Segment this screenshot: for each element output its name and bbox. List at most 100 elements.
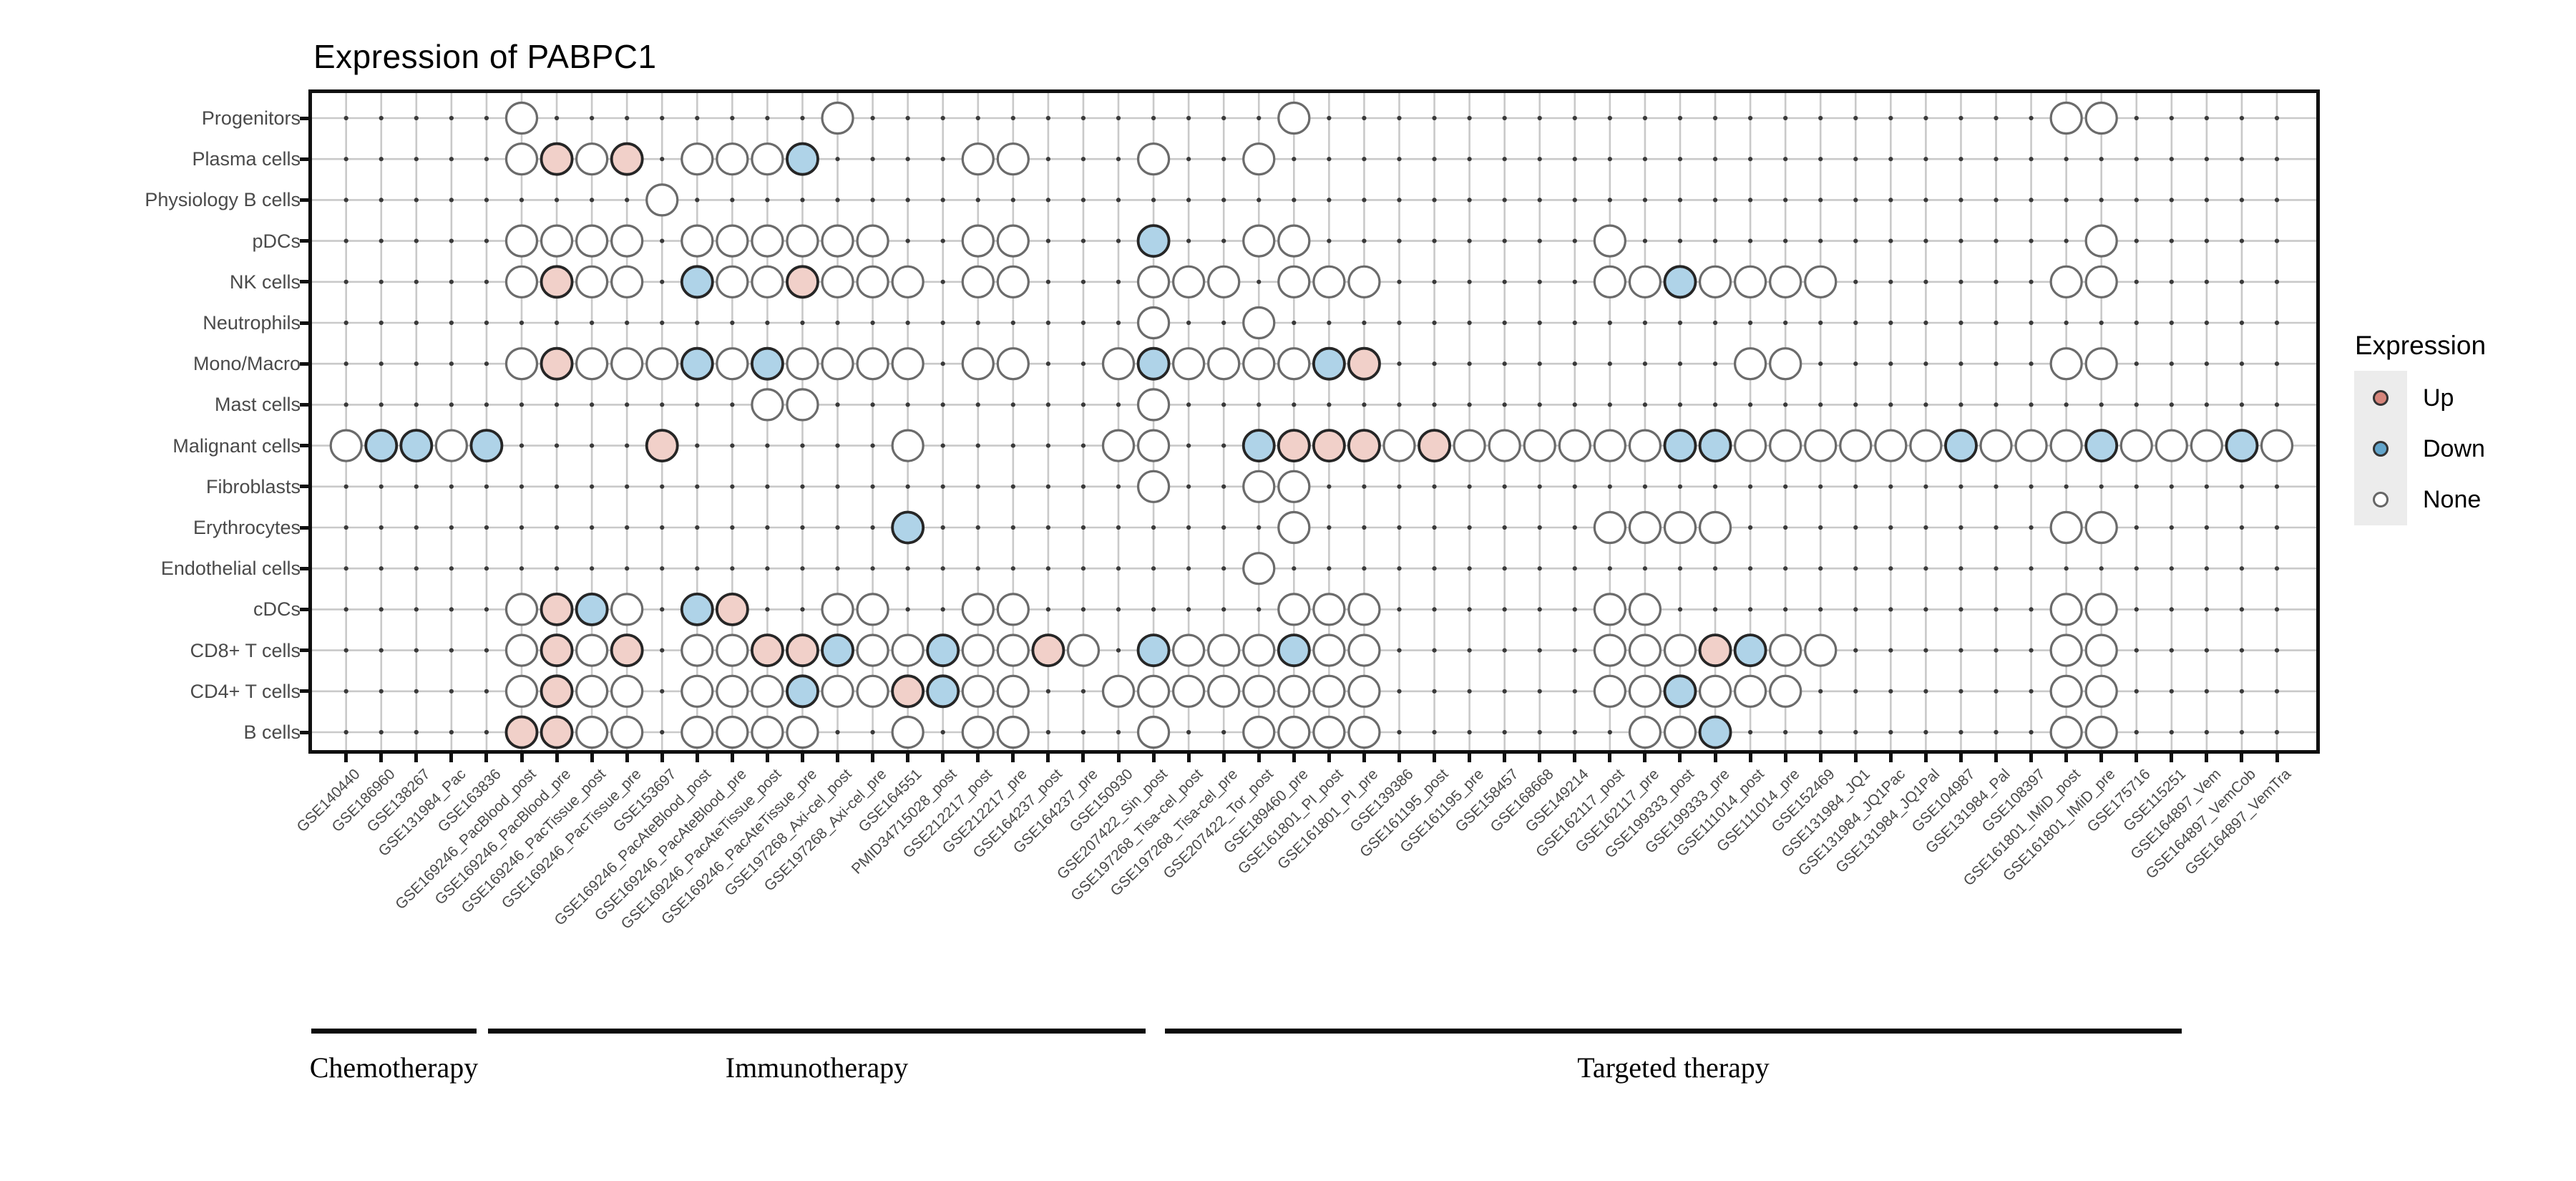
grid-node (1045, 566, 1050, 571)
grid-node (1994, 320, 1999, 326)
expression-dot-none (575, 347, 609, 381)
grid-node (940, 729, 945, 735)
expression-dot-none (716, 347, 749, 381)
expression-dot-down (2225, 429, 2259, 463)
grid-node (660, 115, 665, 121)
grid-node (1958, 648, 1963, 653)
grid-node (1045, 320, 1050, 326)
grid-node (1080, 320, 1086, 326)
grid-node (660, 402, 665, 407)
grid-node (1783, 115, 1788, 121)
grid-node (1923, 566, 1928, 571)
expression-dot-none (1628, 674, 1662, 708)
grid-node (2169, 648, 2174, 653)
grid-node (1748, 607, 1753, 612)
grid-node (1537, 157, 1542, 162)
expression-dot-none (1242, 674, 1276, 708)
grid-node (870, 525, 875, 530)
grid-node (1958, 402, 1963, 407)
grid-node (1537, 198, 1542, 203)
grid-node (1748, 729, 1753, 735)
expression-dot-none (716, 715, 749, 749)
grid-node (1958, 484, 1963, 489)
expression-dot-none (1733, 265, 1767, 298)
grid-node (449, 484, 454, 489)
grid-node (554, 525, 560, 530)
grid-node (1818, 320, 1823, 326)
grid-node (1080, 566, 1086, 571)
expression-dot-none (821, 674, 854, 708)
grid-node (1432, 279, 1437, 284)
grid-node (1467, 729, 1472, 735)
grid-node (1432, 157, 1437, 162)
expression-dot-none (1066, 633, 1101, 667)
grid-node (870, 320, 875, 326)
grid-node (1677, 238, 1683, 243)
x-tick (1643, 750, 1647, 762)
grid-node (449, 238, 454, 243)
grid-node (1958, 157, 1963, 162)
x-tick (1994, 750, 1999, 762)
x-tick (1362, 750, 1366, 762)
grid-node (1677, 157, 1683, 162)
grid-node (1080, 689, 1086, 694)
grid-node (1010, 320, 1015, 326)
grid-node (1045, 198, 1050, 203)
grid-node (379, 115, 384, 121)
expression-dot-up (540, 265, 574, 299)
grid-node (1432, 402, 1437, 407)
y-tick (300, 444, 312, 448)
grid-node (1888, 607, 1893, 612)
grid-node (1677, 361, 1683, 366)
x-tick (695, 750, 699, 762)
grid-node (1257, 607, 1262, 612)
expression-dot-none (961, 142, 995, 176)
grid-node (2204, 279, 2209, 284)
y-label: Mono/Macro (192, 353, 301, 375)
grid-node (1537, 115, 1542, 121)
expression-dot-none (1593, 429, 1626, 462)
grid-node (2169, 198, 2174, 203)
grid-node (1080, 484, 1086, 489)
grid-node (1116, 320, 1121, 326)
grid-node (1045, 279, 1050, 284)
grid-node (379, 238, 384, 243)
grid-node (1467, 689, 1472, 694)
x-tick (519, 750, 524, 762)
grid-node (1257, 198, 1262, 203)
expression-dot-none (680, 715, 714, 749)
grid-node (414, 157, 419, 162)
expression-dot-down (786, 142, 819, 176)
grid-node (1923, 484, 1928, 489)
x-tick (1151, 750, 1156, 762)
grid-node (1853, 279, 1858, 284)
grid-node (1397, 238, 1402, 243)
grid-node (1958, 607, 1963, 612)
grid-node (765, 525, 770, 530)
grid-node (484, 525, 489, 530)
expression-dot-none (1347, 593, 1381, 626)
expression-dot-none (856, 633, 889, 667)
expression-dot-none (996, 715, 1030, 749)
grid-node (1923, 320, 1928, 326)
grid-node (1010, 484, 1015, 489)
x-tick (1853, 750, 1858, 762)
grid-node (1712, 361, 1718, 366)
expression-dot-none (610, 347, 644, 381)
grid-node (660, 157, 665, 162)
grid-node (484, 238, 489, 243)
grid-node (1572, 198, 1577, 203)
grid-node (1994, 689, 1999, 694)
expression-dot-none (1242, 306, 1276, 340)
expression-dot-up (540, 142, 574, 176)
grid-node (1853, 525, 1858, 530)
grid-node (1994, 238, 1999, 243)
y-label: B cells (243, 721, 301, 743)
expression-dot-up (645, 429, 679, 463)
expression-dot-none (504, 593, 539, 626)
x-tick (555, 750, 559, 762)
grid-node (343, 729, 348, 735)
grid-node (1923, 729, 1928, 735)
grid-node (660, 238, 665, 243)
grid-node (1923, 238, 1928, 243)
